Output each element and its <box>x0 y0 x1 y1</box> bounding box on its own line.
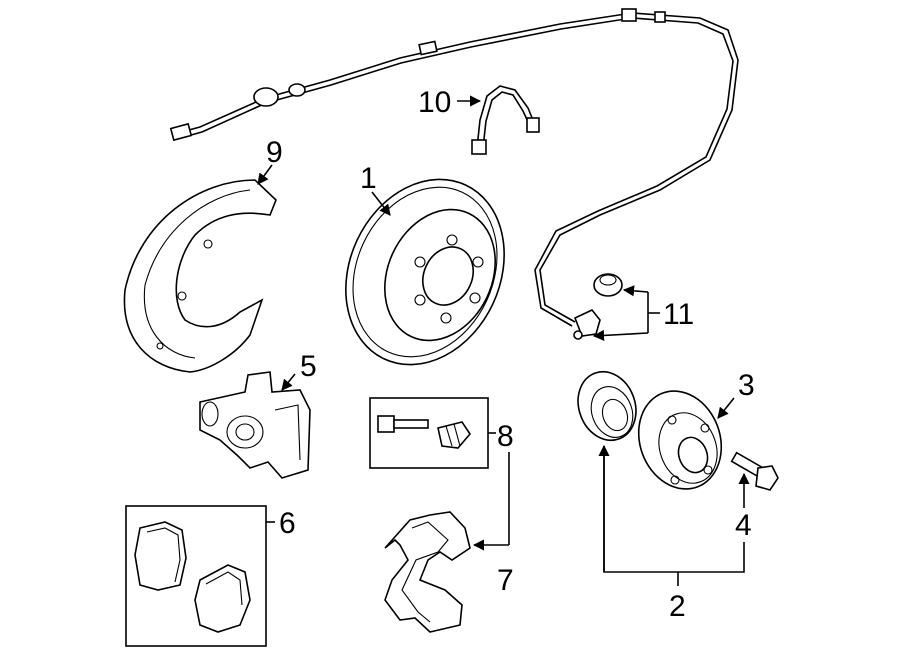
callout-1-arrow <box>371 191 391 216</box>
caliper-bracket <box>384 511 471 633</box>
callout-5-arrow <box>281 373 296 391</box>
callout-9-label: 9 <box>266 136 283 169</box>
pin-kit-box <box>369 397 489 469</box>
callout-5-label: 5 <box>300 350 317 383</box>
callout-11-arrow-b <box>592 329 649 342</box>
callout-8-label: 8 <box>497 420 514 453</box>
callout-10-label: 10 <box>418 86 451 119</box>
brake-pads <box>134 521 251 633</box>
callout-3-arrow <box>717 397 735 419</box>
wheel-bearing <box>577 370 637 442</box>
sensor-parts <box>573 273 623 340</box>
callout-1-label: 1 <box>360 162 377 195</box>
callout-6-label: 6 <box>279 507 296 540</box>
brake-rotor <box>345 178 505 366</box>
guide-pin-kit <box>377 415 472 449</box>
brake-caliper <box>199 371 311 479</box>
callout-11-label: 11 <box>663 298 694 331</box>
dust-shield <box>123 179 277 373</box>
callout-4-label: 4 <box>735 509 752 542</box>
callout-7-label: 7 <box>497 564 514 597</box>
callout-9-arrow <box>257 164 273 185</box>
abs-sensor-wire <box>169 8 739 327</box>
callout-2-label: 2 <box>669 590 686 623</box>
brake-hose <box>471 85 540 155</box>
callout-3-label: 3 <box>738 369 755 402</box>
wheel-hub <box>637 390 723 490</box>
brake-pads-box <box>125 505 267 647</box>
hub-bolt <box>730 451 779 491</box>
callout-11-arrow-a <box>622 285 649 297</box>
